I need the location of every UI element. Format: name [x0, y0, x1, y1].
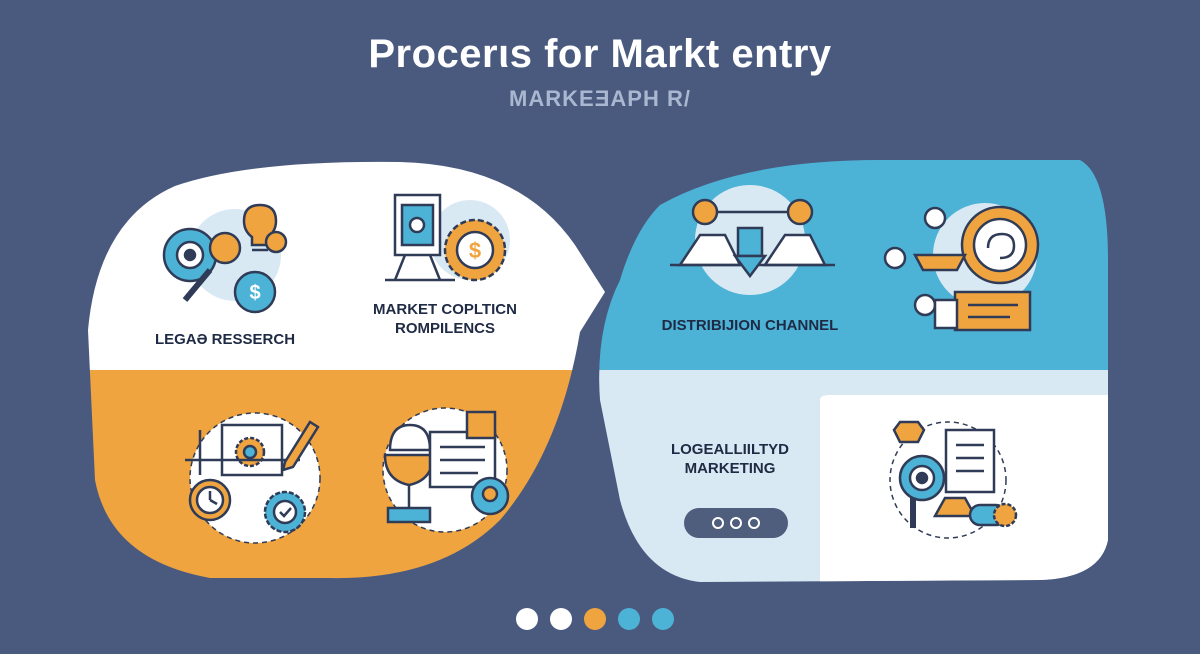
pager-dot-2[interactable] [550, 608, 572, 630]
pager-dot-5[interactable] [652, 608, 674, 630]
ellipsis-dot-icon [748, 517, 760, 529]
page-subtitle: MARKEƎAPH R/ [509, 86, 691, 111]
strategy-trophy-icon [382, 407, 510, 533]
distribution-icon [670, 185, 835, 295]
logistics-marketing-line1: LOGEALLIILTYD [670, 441, 790, 458]
pager-dot-1[interactable] [516, 608, 538, 630]
svg-text:$: $ [469, 238, 481, 263]
process-tools-icon [185, 412, 321, 544]
pager-dot-3[interactable] [584, 608, 606, 630]
pager-dot-4[interactable] [618, 608, 640, 630]
left-panel [88, 161, 605, 579]
market-compliance-line1: MARKET COPLTICN [373, 301, 517, 318]
analytics-icon [889, 420, 1018, 539]
right-panel [599, 160, 1108, 582]
market-compliance-label: MARKET COPLTICN ROMPILENCS [360, 300, 530, 338]
logistics-hub-icon [883, 203, 1040, 332]
ellipsis-dot-icon [730, 517, 742, 529]
legal-research-label: LEGAƏ RESSERCH [154, 331, 296, 348]
svg-text:$: $ [249, 282, 260, 304]
logistics-marketing-label: LOGEALLIILTYD MARKETING [650, 440, 810, 478]
ellipsis-dot-icon [712, 517, 724, 529]
logistics-marketing-line2: MARKETING [684, 460, 776, 477]
market-compliance-line2: ROMPILENCS [394, 320, 495, 337]
distribution-channel-label: DISTRIBIJION CHANNEL [661, 317, 839, 334]
more-options-button[interactable] [684, 508, 788, 538]
page-title: Procerιs for Markt entry [368, 32, 832, 76]
legal-research-icon: $ [162, 203, 288, 314]
compliance-easel-icon: $ [385, 193, 510, 282]
